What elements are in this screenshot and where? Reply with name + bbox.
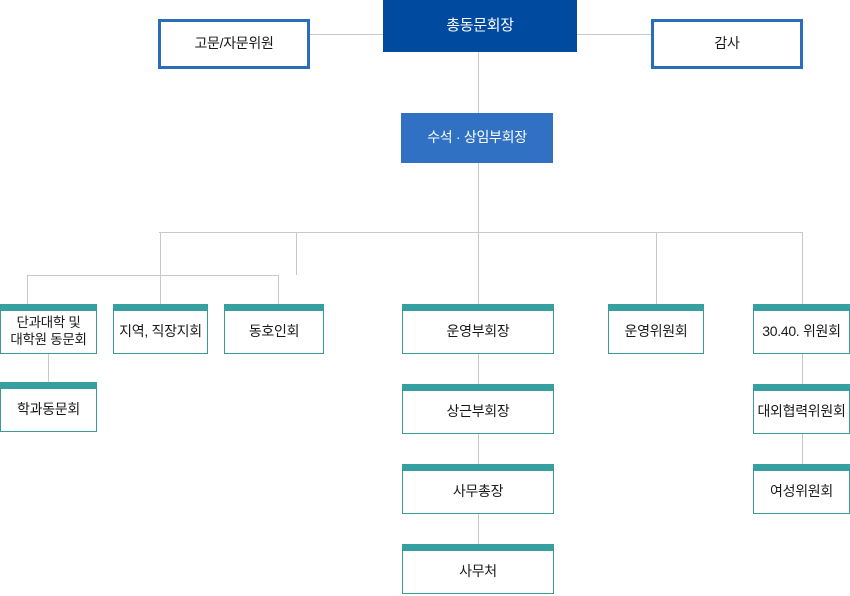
org-node-ops-committee[interactable]: 운영위원회	[608, 304, 704, 354]
connector-college-to-dept	[48, 354, 49, 382]
org-node-president[interactable]: 총동문회장	[383, 0, 577, 52]
org-node-dept-alumni[interactable]: 학과동문회	[0, 382, 97, 432]
org-node-regional-branch[interactable]: 지역, 직장지회	[113, 304, 208, 354]
connector-ops-vp-to-standing-vp	[478, 354, 479, 384]
connector-3040-to-external	[802, 354, 803, 384]
org-node-womens-committee[interactable]: 여성위원회	[753, 464, 850, 514]
org-node-external-coop[interactable]: 대외협력위원회	[753, 384, 850, 434]
org-node-senior-vp[interactable]: 수석 · 상임부회장	[401, 113, 553, 163]
connector-senior-vp-trunk	[478, 163, 479, 304]
org-node-secretariat[interactable]: 사무처	[402, 544, 554, 594]
connector-president-to-auditor	[577, 34, 651, 35]
connector-secgen-to-secretariat	[478, 514, 479, 544]
connector-level3-bus	[27, 275, 279, 276]
connector-branch-drop	[296, 232, 297, 275]
org-node-committee-3040[interactable]: 30.40. 위원회	[753, 304, 850, 354]
connector-president-to-advisor	[310, 34, 383, 35]
connector-bus-to-college-alumni	[27, 275, 28, 304]
connector-external-to-womens	[802, 434, 803, 464]
org-node-college-alumni[interactable]: 단과대학 및 대학원 동문회	[0, 304, 97, 354]
org-node-advisor[interactable]: 고문/자문위원	[158, 19, 310, 69]
connector-president-to-senior-vp	[478, 52, 479, 113]
org-node-club-association[interactable]: 동호인회	[224, 304, 324, 354]
connector-level2-bus	[159, 232, 803, 233]
org-node-standing-vp[interactable]: 상근부회장	[402, 384, 554, 434]
org-node-ops-vp[interactable]: 운영부회장	[402, 304, 554, 354]
connector-bus-to-ops-committee	[656, 232, 657, 304]
org-node-secretary-general[interactable]: 사무총장	[402, 464, 554, 514]
connector-standing-vp-to-secgen	[478, 434, 479, 464]
connector-bus-to-club	[278, 275, 279, 304]
org-node-auditor[interactable]: 감사	[651, 19, 803, 69]
connector-bus-to-regional	[160, 232, 161, 304]
connector-bus-to-committee-3040	[802, 232, 803, 304]
